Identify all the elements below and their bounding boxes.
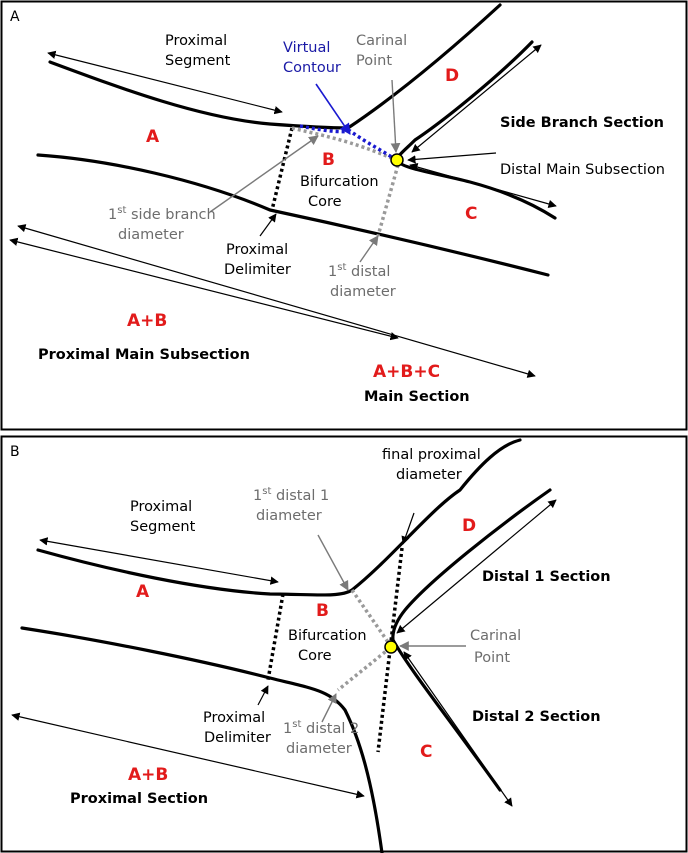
proximal-main-subsection-label-a: Proximal Main Subsection bbox=[38, 347, 250, 363]
first-distal-2-line-b bbox=[336, 646, 392, 692]
region-a-label-b: A bbox=[136, 582, 150, 602]
proximal-segment-arrow-b bbox=[39, 537, 279, 585]
panel-b-frame bbox=[0, 435, 688, 853]
region-b-label-a: B bbox=[322, 150, 335, 170]
side-branch-section-label-a: Side Branch Section bbox=[500, 115, 664, 131]
proximal-section-arrow-b bbox=[11, 712, 365, 799]
side-branch-diameter-pointer-a bbox=[209, 135, 319, 213]
panel-a-frame bbox=[0, 0, 688, 431]
panel-b-letter: B bbox=[10, 444, 20, 460]
carinal-point-dot-a bbox=[390, 153, 404, 167]
proximal-delimiter-pointer-b bbox=[257, 685, 269, 706]
carinal-point-dot-b bbox=[384, 640, 398, 654]
side-branch-arrow-a bbox=[411, 44, 542, 153]
panel-a-letter: A bbox=[10, 9, 20, 25]
first-distal-1-line-b bbox=[350, 589, 392, 646]
main-section-label-a: Main Section bbox=[364, 389, 470, 405]
region-b-label-b: B bbox=[316, 601, 329, 621]
region-a-label-a: A bbox=[146, 127, 160, 147]
distal-2-section-label-b: Distal 2 Section bbox=[472, 709, 601, 725]
distal-main-subsection-label-a: Distal Main Subsection bbox=[500, 162, 665, 178]
region-d-label-a: D bbox=[445, 66, 459, 86]
distal-1-section-label-b: Distal 1 Section bbox=[482, 569, 611, 585]
main-section-arrow-a bbox=[17, 224, 536, 378]
region-c-label-b: C bbox=[420, 742, 432, 762]
proximal-segment-arrow-a bbox=[47, 50, 283, 115]
a-plus-b-label-a: A+B bbox=[127, 311, 167, 331]
first-distal-diameter-line-a bbox=[376, 164, 400, 237]
proximal-delimiter-line-b bbox=[266, 593, 285, 681]
proximal-delimiter-pointer-a bbox=[259, 213, 277, 237]
distal-main-pointer-a bbox=[407, 152, 497, 164]
proximal-section-label-b: Proximal Section bbox=[70, 791, 208, 807]
virtual-contour-pointer-a bbox=[315, 83, 351, 135]
a-plus-b-label-b: A+B bbox=[128, 765, 168, 785]
lower-wall-b bbox=[20, 626, 384, 853]
distal-2-arrow-b bbox=[403, 651, 513, 807]
carinal-point-pointer-a bbox=[390, 79, 401, 153]
upper-wall-a bbox=[48, 3, 502, 130]
final-proximal-pointer-b bbox=[401, 512, 415, 545]
first-distal-1-pointer-b bbox=[317, 534, 349, 591]
distal-main-arrow-a bbox=[409, 163, 557, 208]
region-d-label-b: D bbox=[462, 516, 476, 536]
region-c-label-a: C bbox=[465, 204, 477, 224]
first-distal-2-pointer-b bbox=[321, 693, 337, 723]
distal-1-arrow-b bbox=[396, 499, 557, 634]
a-plus-b-plus-c-label-a: A+B+C bbox=[373, 362, 440, 382]
proximal-delimiter-line-a bbox=[270, 127, 294, 211]
first-distal-pointer-a bbox=[359, 235, 379, 263]
